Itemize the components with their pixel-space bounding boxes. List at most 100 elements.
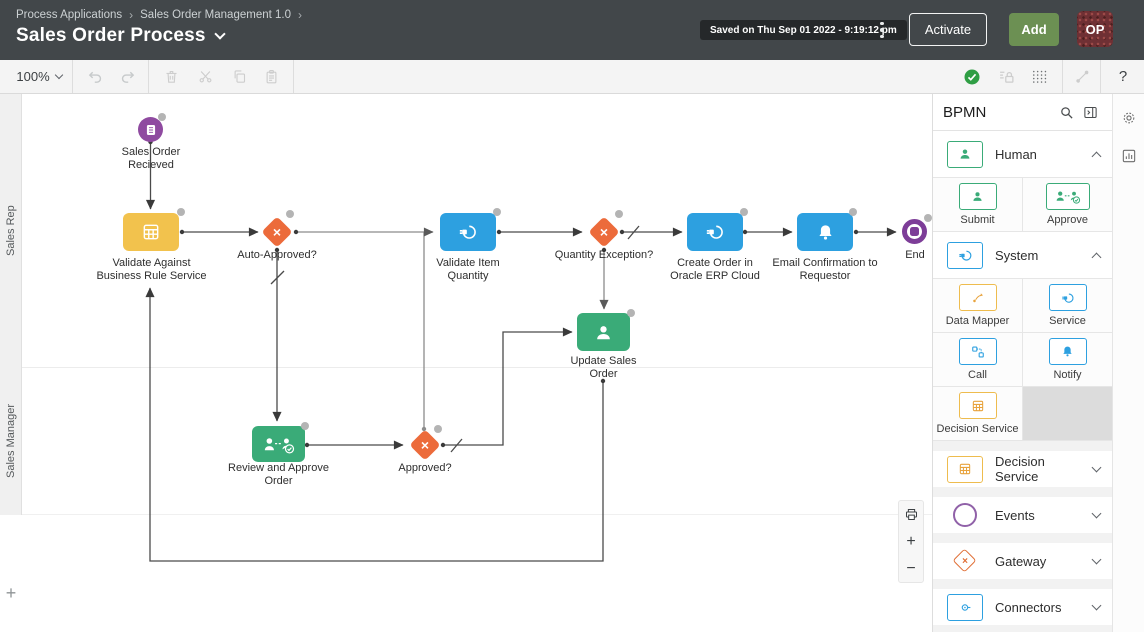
chevron-down-icon bbox=[214, 28, 226, 40]
chevron-up-icon bbox=[1091, 151, 1102, 161]
node-label: Validate Item Quantity bbox=[436, 257, 500, 282]
page-title-row[interactable]: Sales Order Process bbox=[16, 25, 226, 47]
palette-item-service[interactable]: Service bbox=[1023, 279, 1112, 332]
lane-divider bbox=[22, 367, 932, 368]
decision-table-icon bbox=[972, 400, 983, 411]
connector-plug-icon bbox=[961, 603, 970, 611]
palette-section-events[interactable]: Events bbox=[933, 497, 1112, 533]
editor-toolbar: 100% bbox=[0, 60, 1144, 94]
lane-sales-rep[interactable]: Sales Rep bbox=[5, 205, 17, 256]
lane-label-strip bbox=[0, 94, 22, 515]
palette-section-human[interactable]: Human bbox=[933, 131, 1112, 177]
lock-snapshot-button[interactable] bbox=[992, 60, 1020, 93]
grid-view-button[interactable] bbox=[1026, 60, 1054, 93]
palette-collapse-button[interactable] bbox=[1078, 100, 1102, 124]
form-icon bbox=[146, 124, 155, 135]
person-icon bbox=[973, 192, 982, 201]
service-plug-icon bbox=[459, 225, 476, 239]
undo-button[interactable] bbox=[82, 60, 108, 93]
node-gateway-approved[interactable]: × bbox=[409, 429, 441, 461]
palette-search-button[interactable] bbox=[1054, 100, 1078, 124]
node-gateway-quantity-exception[interactable]: × bbox=[588, 216, 620, 248]
node-start-event[interactable] bbox=[138, 117, 163, 142]
palette-item-notify[interactable]: Notify bbox=[1023, 333, 1112, 386]
chevron-down-icon bbox=[54, 70, 63, 79]
analytics-button[interactable] bbox=[1113, 140, 1144, 172]
node-gateway-auto-approved[interactable]: × bbox=[261, 216, 293, 248]
connection-handle[interactable] bbox=[740, 208, 748, 216]
node-email-confirmation-to-requestor[interactable] bbox=[797, 213, 853, 251]
redo-button[interactable] bbox=[114, 60, 140, 93]
breadcrumb-separator: › bbox=[129, 8, 134, 22]
more-options-kebab-icon[interactable] bbox=[874, 18, 890, 42]
connection-handle[interactable] bbox=[286, 210, 294, 218]
breadcrumb-sales-order-management[interactable]: Sales Order Management 1.0 bbox=[140, 9, 291, 21]
palette-empty-cell bbox=[1023, 387, 1112, 440]
print-button[interactable] bbox=[899, 501, 923, 528]
node-review-and-approve-order[interactable] bbox=[252, 426, 305, 462]
dot-grid-icon bbox=[1033, 70, 1047, 83]
palette-item-call[interactable]: Call bbox=[933, 333, 1022, 386]
add-lane-button[interactable]: + bbox=[5, 583, 17, 603]
connection-handle[interactable] bbox=[434, 425, 442, 433]
node-update-sales-order[interactable] bbox=[577, 313, 630, 351]
copy-icon bbox=[234, 70, 245, 83]
right-utility-strip bbox=[1112, 94, 1144, 632]
saved-status-badge: Saved on Thu Sep 01 2022 - 9:19:12 pm bbox=[700, 20, 907, 40]
node-label: Approved? bbox=[398, 462, 452, 474]
lock-icon bbox=[999, 71, 1014, 83]
node-validate-item-quantity[interactable] bbox=[440, 213, 496, 251]
copy-button[interactable] bbox=[226, 60, 252, 93]
connection-handle[interactable] bbox=[493, 208, 501, 216]
trash-icon bbox=[166, 70, 176, 83]
node-label: Update Sales Order bbox=[570, 355, 637, 380]
process-canvas[interactable]: Sales Rep Sales Manager bbox=[0, 94, 932, 632]
connection-handle[interactable] bbox=[301, 422, 309, 430]
connection-handle[interactable] bbox=[924, 214, 932, 222]
help-button[interactable]: ? bbox=[1118, 68, 1128, 85]
delete-button[interactable] bbox=[158, 60, 184, 93]
cut-button[interactable] bbox=[192, 60, 218, 93]
connection-handle[interactable] bbox=[627, 309, 635, 317]
event-circle-icon bbox=[953, 503, 977, 527]
data-mapper-icon bbox=[972, 292, 983, 302]
zoom-level-select[interactable]: 100% bbox=[10, 60, 68, 93]
lane-sales-manager[interactable]: Sales Manager bbox=[5, 404, 17, 478]
node-validate-against-business-rule-service[interactable] bbox=[123, 213, 179, 251]
breadcrumb-process-applications[interactable]: Process Applications bbox=[16, 9, 123, 21]
connection-handle[interactable] bbox=[849, 208, 857, 216]
node-label: Quantity Exception? bbox=[554, 249, 654, 261]
paste-icon bbox=[266, 70, 276, 84]
paste-button[interactable] bbox=[258, 60, 284, 93]
user-avatar[interactable]: OP bbox=[1077, 11, 1113, 47]
palette-item-approve[interactable]: Approve bbox=[1023, 178, 1112, 231]
palette-item-data-mapper[interactable]: Data Mapper bbox=[933, 279, 1022, 332]
connection-handle[interactable] bbox=[615, 210, 623, 218]
validate-process-button[interactable] bbox=[958, 60, 986, 93]
add-button[interactable]: Add bbox=[1009, 13, 1059, 46]
node-create-order-in-oracle-erp-cloud[interactable] bbox=[687, 213, 743, 251]
zoom-out-button[interactable]: − bbox=[906, 559, 916, 577]
palette-item-submit[interactable]: Submit bbox=[933, 178, 1022, 231]
connection-handle[interactable] bbox=[177, 208, 185, 216]
palette-section-decision-service[interactable]: Decision Service bbox=[933, 451, 1112, 487]
decision-table-icon bbox=[959, 463, 971, 475]
bpmn-palette-panel: BPMN Human Submit bbox=[932, 94, 1112, 632]
redo-icon bbox=[121, 71, 134, 83]
connector-style-button[interactable] bbox=[1068, 60, 1096, 93]
node-end-event[interactable] bbox=[902, 219, 927, 244]
pool-bottom-border bbox=[22, 514, 932, 515]
palette-section-connectors[interactable]: Connectors bbox=[933, 589, 1112, 625]
search-icon bbox=[1060, 106, 1073, 119]
palette-section-system[interactable]: System bbox=[933, 232, 1112, 278]
palette-item-decision-service[interactable]: Decision Service bbox=[933, 387, 1022, 440]
zoom-in-button[interactable]: + bbox=[906, 532, 916, 550]
node-label: Sales Order Recieved bbox=[121, 146, 181, 171]
activate-button[interactable]: Activate bbox=[909, 13, 987, 46]
palette-section-gateway[interactable]: × Gateway bbox=[933, 543, 1112, 579]
decision-service-section-icon bbox=[947, 455, 983, 483]
settings-button[interactable] bbox=[1113, 102, 1144, 134]
palette-title: BPMN bbox=[943, 103, 987, 121]
connection-handle[interactable] bbox=[158, 113, 166, 121]
